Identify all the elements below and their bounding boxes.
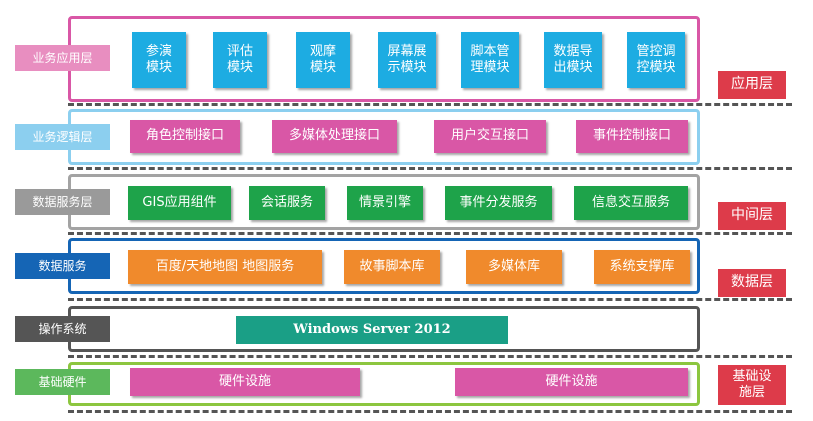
divider-1 xyxy=(68,103,792,106)
tier-data: 数据层 xyxy=(718,269,786,297)
module-script-management: 脚本管 理模块 xyxy=(461,32,519,88)
engine-scenario: 情景引擎 xyxy=(347,186,423,220)
tier-infrastructure: 基础设 施层 xyxy=(718,365,786,405)
business-logic-layer-label: 业务逻辑层 xyxy=(15,124,110,150)
story-script-library: 故事脚本库 xyxy=(344,250,440,284)
module-data-export: 数据导 出模块 xyxy=(544,32,602,88)
service-event-dispatch: 事件分发服务 xyxy=(445,186,552,220)
tier-application: 应用层 xyxy=(718,71,786,99)
hardware-facility-2: 硬件设施 xyxy=(455,368,688,396)
service-info-exchange: 信息交互服务 xyxy=(574,186,688,220)
divider-4 xyxy=(68,298,792,301)
interface-role-control: 角色控制接口 xyxy=(130,120,240,153)
divider-5 xyxy=(68,355,792,358)
operating-system-label: 操作系统 xyxy=(15,316,110,342)
hardware-facility-1: 硬件设施 xyxy=(130,368,360,396)
module-participate: 参演 模块 xyxy=(132,32,186,88)
module-control-dispatch: 管控调 控模块 xyxy=(627,32,685,88)
interface-event-control: 事件控制接口 xyxy=(576,120,688,153)
data-service-layer-label: 数据服务层 xyxy=(15,189,110,215)
divider-3 xyxy=(68,232,792,235)
map-service: 百度/天地地图 地图服务 xyxy=(128,250,322,284)
windows-server-box: Windows Server 2012 xyxy=(236,316,508,344)
system-support-library: 系统支撑库 xyxy=(594,250,690,284)
component-gis: GIS应用组件 xyxy=(128,186,231,220)
service-session: 会话服务 xyxy=(249,186,325,220)
business-app-layer-label: 业务应用层 xyxy=(15,45,110,71)
interface-multimedia: 多媒体处理接口 xyxy=(272,120,397,153)
tier-middle: 中间层 xyxy=(718,202,786,230)
module-evaluate: 评估 模块 xyxy=(213,32,267,88)
interface-user-interaction: 用户交互接口 xyxy=(434,120,546,153)
divider-6 xyxy=(68,410,792,413)
data-services-label: 数据服务 xyxy=(15,253,110,279)
multimedia-library: 多媒体库 xyxy=(466,250,562,284)
hardware-label: 基础硬件 xyxy=(15,369,110,395)
module-observe: 观摩 模块 xyxy=(296,32,350,88)
divider-2 xyxy=(68,167,792,170)
module-screen-display: 屏幕展 示模块 xyxy=(378,32,436,88)
